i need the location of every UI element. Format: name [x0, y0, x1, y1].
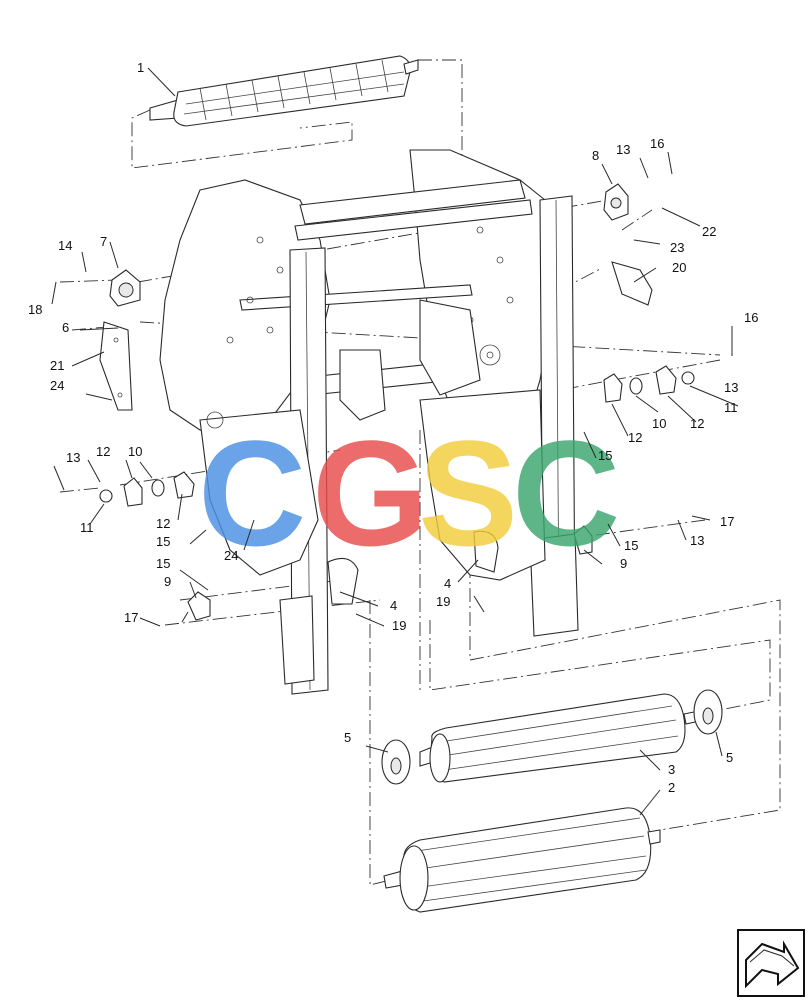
watermark-letter-4: C — [512, 409, 620, 577]
callout-4-left: 4 — [390, 598, 397, 613]
callout-2: 2 — [668, 780, 675, 795]
callout-18: 18 — [28, 302, 42, 317]
callout-12-left-top: 12 — [96, 444, 110, 459]
end-disc-part-5-right — [693, 689, 723, 735]
callout-14: 14 — [58, 238, 72, 253]
callout-17-left: 17 — [124, 610, 138, 625]
right-bearing-stack — [603, 365, 695, 403]
callout-5-right: 5 — [726, 750, 733, 765]
callout-21: 21 — [50, 358, 64, 373]
watermark-letter-2: G — [312, 409, 429, 577]
watermark-letter-3: S — [418, 409, 518, 577]
callout-20: 20 — [672, 260, 686, 275]
callout-9-left: 9 — [164, 574, 171, 589]
baler-frame-assembly — [159, 149, 579, 695]
callout-labels: 1 2 3 4 4 5 5 6 7 8 9 9 10 10 11 11 12 1… — [28, 60, 758, 795]
callout-23: 23 — [670, 240, 684, 255]
callout-19-left: 19 — [392, 618, 406, 633]
callout-12-right-1: 12 — [628, 430, 642, 445]
callout-11-left: 11 — [80, 520, 94, 535]
callout-24-lower: 24 — [224, 548, 238, 563]
callout-6: 6 — [62, 320, 69, 335]
callout-15-left: 15 — [156, 534, 170, 549]
callout-15-left-lower: 15 — [156, 556, 170, 571]
callout-13-lower: 13 — [690, 533, 704, 548]
callout-15-right-lower: 15 — [624, 538, 638, 553]
callout-15-upper-right: 15 — [598, 448, 612, 463]
callout-leaders — [51, 67, 739, 816]
end-disc-part-5-left — [381, 739, 411, 785]
bearing-part-9-right — [573, 525, 593, 555]
scraper-part-4-right — [473, 530, 499, 573]
top-roller-part-1 — [149, 55, 419, 127]
callout-11-right: 11 — [724, 400, 738, 415]
callout-13-top: 13 — [616, 142, 630, 157]
callout-3: 3 — [668, 762, 675, 777]
callout-7: 7 — [100, 234, 107, 249]
callout-5-left: 5 — [344, 730, 351, 745]
callout-16-right: 16 — [744, 310, 758, 325]
bearing-housing-part-8 — [603, 183, 629, 221]
watermark-letter-1: C — [198, 409, 306, 577]
bearing-part-9-left — [187, 591, 211, 621]
callout-19-right: 19 — [436, 594, 450, 609]
bearing-housing-part-7 — [109, 269, 141, 307]
guard-plate-part-21 — [99, 321, 133, 411]
left-bearing-stack — [99, 471, 195, 507]
callout-13-right: 13 — [724, 380, 738, 395]
callout-8: 8 — [592, 148, 599, 163]
bottom-roller-part-2 — [383, 807, 661, 913]
callout-1: 1 — [137, 60, 144, 75]
scraper-part-4-left — [327, 557, 359, 605]
watermark: C G S C — [198, 409, 620, 577]
next-page-arrow-icon[interactable] — [737, 929, 805, 997]
callout-24-left: 24 — [50, 378, 64, 393]
callout-10-right: 10 — [652, 416, 666, 431]
middle-roller-part-3 — [419, 693, 705, 783]
callout-16-top: 16 — [650, 136, 664, 151]
callout-22: 22 — [702, 224, 716, 239]
callout-12-right-2: 12 — [690, 416, 704, 431]
callout-17-right: 17 — [720, 514, 734, 529]
cover-part-20 — [611, 261, 653, 306]
callout-13-left: 13 — [66, 450, 80, 465]
callout-12-left-bottom: 12 — [156, 516, 170, 531]
callout-4-right: 4 — [444, 576, 451, 591]
callout-10-left: 10 — [128, 444, 142, 459]
callout-9-right: 9 — [620, 556, 627, 571]
